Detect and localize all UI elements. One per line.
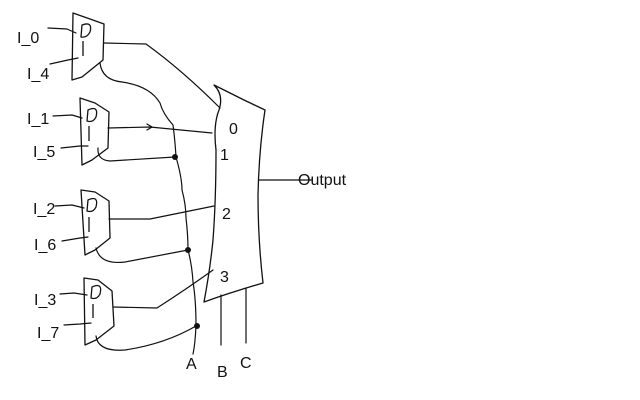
main-mux-input-0: 0 [229, 121, 238, 138]
input-label-i0: I_0 [17, 30, 39, 47]
input-label-i5: I_5 [33, 144, 55, 161]
small-mux-3: I_2 I_6 [33, 189, 215, 256]
select-lines-bc [220, 288, 247, 346]
input-label-i1: I_1 [27, 111, 49, 128]
input-label-i2: I_2 [33, 201, 55, 218]
small-mux-2: I_1 I_5 [27, 97, 213, 166]
input-label-i4: I_4 [27, 66, 49, 83]
input-label-i3: I_3 [34, 292, 56, 309]
small-mux-1: I_0 I_4 [17, 12, 221, 109]
main-mux-input-2: 2 [222, 206, 231, 223]
junction-dot [194, 323, 200, 329]
main-mux-input-1: 1 [220, 147, 229, 164]
main-mux: 0 1 2 3 [203, 84, 266, 303]
output-label: Output [298, 172, 347, 189]
select-label-a: A [186, 356, 197, 373]
junction-dot [172, 154, 178, 160]
select-label-b: B [217, 364, 228, 381]
small-mux-4: I_3 I_7 [34, 269, 214, 346]
junction-dot [185, 247, 191, 253]
select-label-c: C [240, 355, 252, 372]
output-wire: Output [258, 172, 347, 189]
input-label-i7: I_7 [37, 325, 59, 342]
main-mux-input-3: 3 [220, 269, 229, 286]
input-label-i6: I_6 [34, 237, 56, 254]
select-line-a-wiring [95, 62, 200, 355]
